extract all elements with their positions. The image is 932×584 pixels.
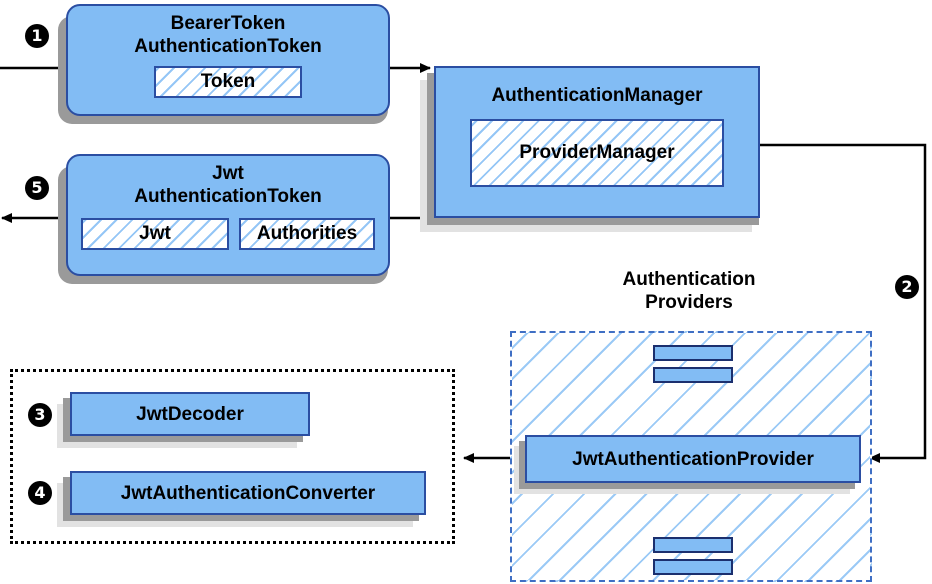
authentication-providers-label: Authentication Providers — [622, 269, 756, 313]
provider-stub-bottom-1 — [653, 537, 733, 553]
authentication-manager-title: AuthenticationManager — [491, 85, 703, 106]
jwt-token-chip-authorities-label: Authorities — [256, 223, 358, 244]
jwt-token-box[interactable]: Jwt AuthenticationToken Jwt Authorities — [66, 154, 390, 276]
bearer-token-title: BearerToken AuthenticationToken — [134, 13, 322, 57]
authentication-manager-chip-provider-manager-label: ProviderManager — [519, 142, 675, 163]
bearer-token-chip-token: Token — [154, 66, 302, 98]
jwt-authentication-converter-title: JwtAuthenticationConverter — [120, 482, 376, 504]
provider-stub-bottom-2 — [653, 559, 733, 575]
bearer-token-box[interactable]: BearerToken AuthenticationToken Token — [66, 4, 390, 116]
jwt-token-chip-authorities: Authorities — [239, 218, 375, 250]
step-marker-3: 3 — [28, 403, 52, 427]
jwt-authentication-provider-box[interactable]: JwtAuthenticationProvider — [525, 435, 861, 483]
jwt-decoder-box[interactable]: JwtDecoder — [70, 392, 310, 436]
step-marker-4: 4 — [28, 481, 52, 505]
provider-stub-top-1 — [653, 345, 733, 361]
jwt-authentication-converter-box[interactable]: JwtAuthenticationConverter — [70, 471, 426, 515]
step-marker-2: 2 — [895, 275, 919, 299]
jwt-token-chip-jwt-label: Jwt — [139, 223, 171, 244]
step-marker-1: 1 — [25, 24, 49, 48]
authentication-manager-chip-provider-manager: ProviderManager — [470, 119, 724, 187]
jwt-authentication-provider-title: JwtAuthenticationProvider — [572, 448, 814, 470]
jwt-components-group — [10, 369, 455, 544]
jwt-token-chip-jwt: Jwt — [81, 218, 229, 250]
jwt-token-title: Jwt AuthenticationToken — [134, 163, 322, 207]
jwt-decoder-title: JwtDecoder — [136, 403, 244, 425]
provider-stub-top-2 — [653, 367, 733, 383]
step-marker-5: 5 — [25, 176, 49, 200]
authentication-manager-box[interactable]: AuthenticationManager ProviderManager — [434, 66, 760, 218]
bearer-token-chip-token-label: Token — [200, 71, 256, 92]
